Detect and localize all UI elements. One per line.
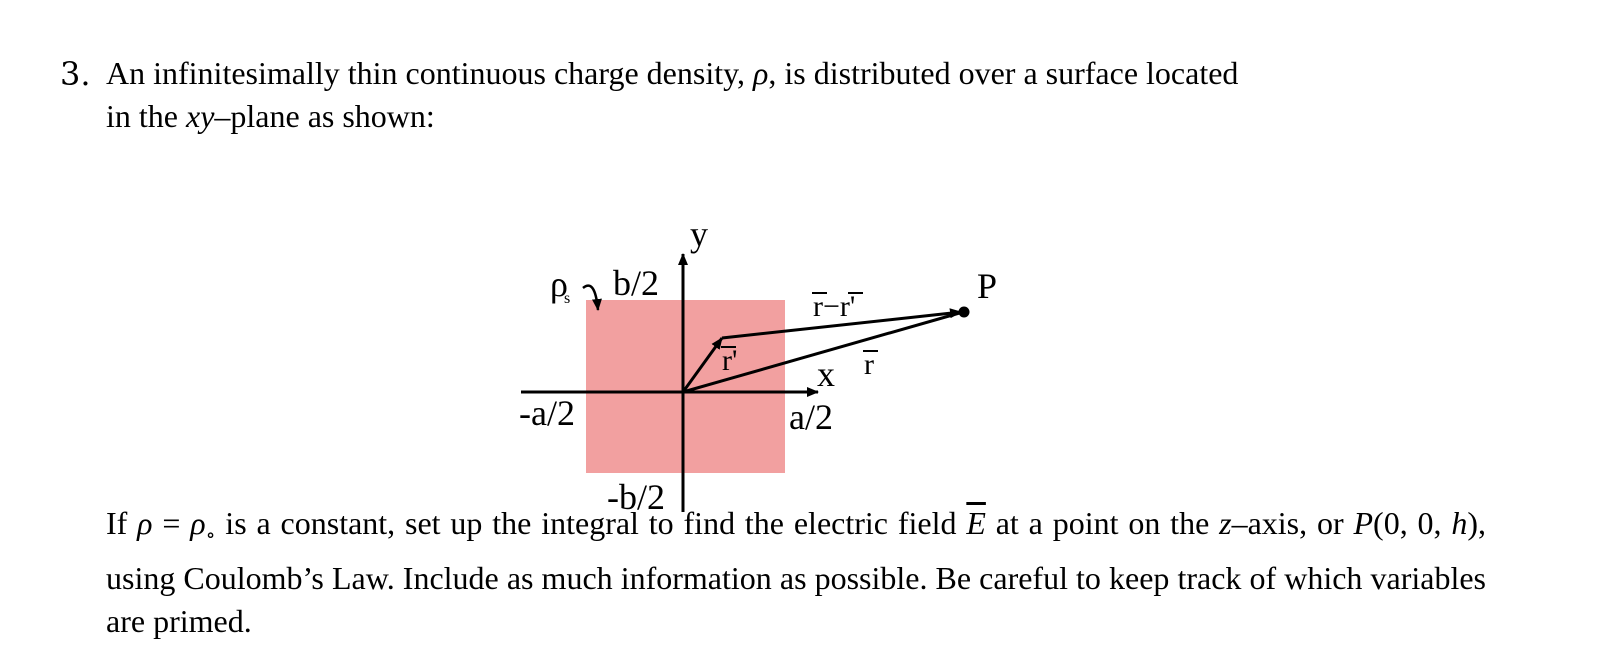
neg-a-half-label: -a/2 [519,393,575,433]
b-half-label: b/2 [613,263,659,303]
q-circ: ∘ [205,524,216,547]
x-axis-label: x [817,354,835,394]
neg-b-half-label: -b/2 [607,477,665,517]
question-text-3: at a point on the [985,505,1220,541]
figure-svg: y x b/2 -b/2 a/2 -a/2 ρ s P r r' r−r' [519,222,997,517]
r-minus-r-prime-label: r−r' [813,290,855,323]
rho-symbol: ρ [753,55,769,91]
q-rho-zero: ρ [190,505,206,541]
xy-symbol: xy [185,98,215,134]
question-text-2: is a constant, set up the integral to fi… [215,505,967,541]
r-prime-label: r' [722,344,737,377]
intro-text-4: –plane as shown: [214,98,435,134]
q-rho: ρ [137,505,153,541]
intro-text-3: in the [106,98,186,134]
q-coords: (0, 0, [1373,505,1452,541]
q-p: P [1353,505,1374,541]
q-z: z [1219,505,1232,541]
rho-s-label: ρ [550,264,568,304]
question-text-5: ), using Coulomb’s Law. Include as much … [106,505,1487,640]
rho-curved-arrow [582,284,602,311]
question-text-4: –axis, or [1231,505,1354,541]
a-half-label: a/2 [789,397,833,437]
problem-intro: An infinitesimally thin continuous charg… [106,52,1486,138]
point-p-label: P [977,266,997,306]
r-vector [682,310,964,394]
r-minus-r-prime-vector [721,308,962,340]
point-p-dot [958,306,970,318]
q-e-field: E [966,505,986,541]
problem-question: If ρ = ρ∘ is a constant, set up the inte… [106,502,1486,643]
r-prime-vector [681,337,724,393]
intro-text-2: , is distributed over a surface located [768,55,1239,91]
q-h: h [1451,505,1468,541]
q-equals: = [152,505,191,541]
problem-number: 3. [60,55,91,93]
charge-surface-figure: y x b/2 -b/2 a/2 -a/2 ρ s P r r' r−r' [500,222,1060,522]
question-text-1: If [106,505,138,541]
y-axis-label: y [690,222,708,254]
intro-text-1: An infinitesimally thin continuous charg… [106,55,754,91]
rho-s-subscript: s [564,290,570,307]
r-label: r [864,348,874,381]
